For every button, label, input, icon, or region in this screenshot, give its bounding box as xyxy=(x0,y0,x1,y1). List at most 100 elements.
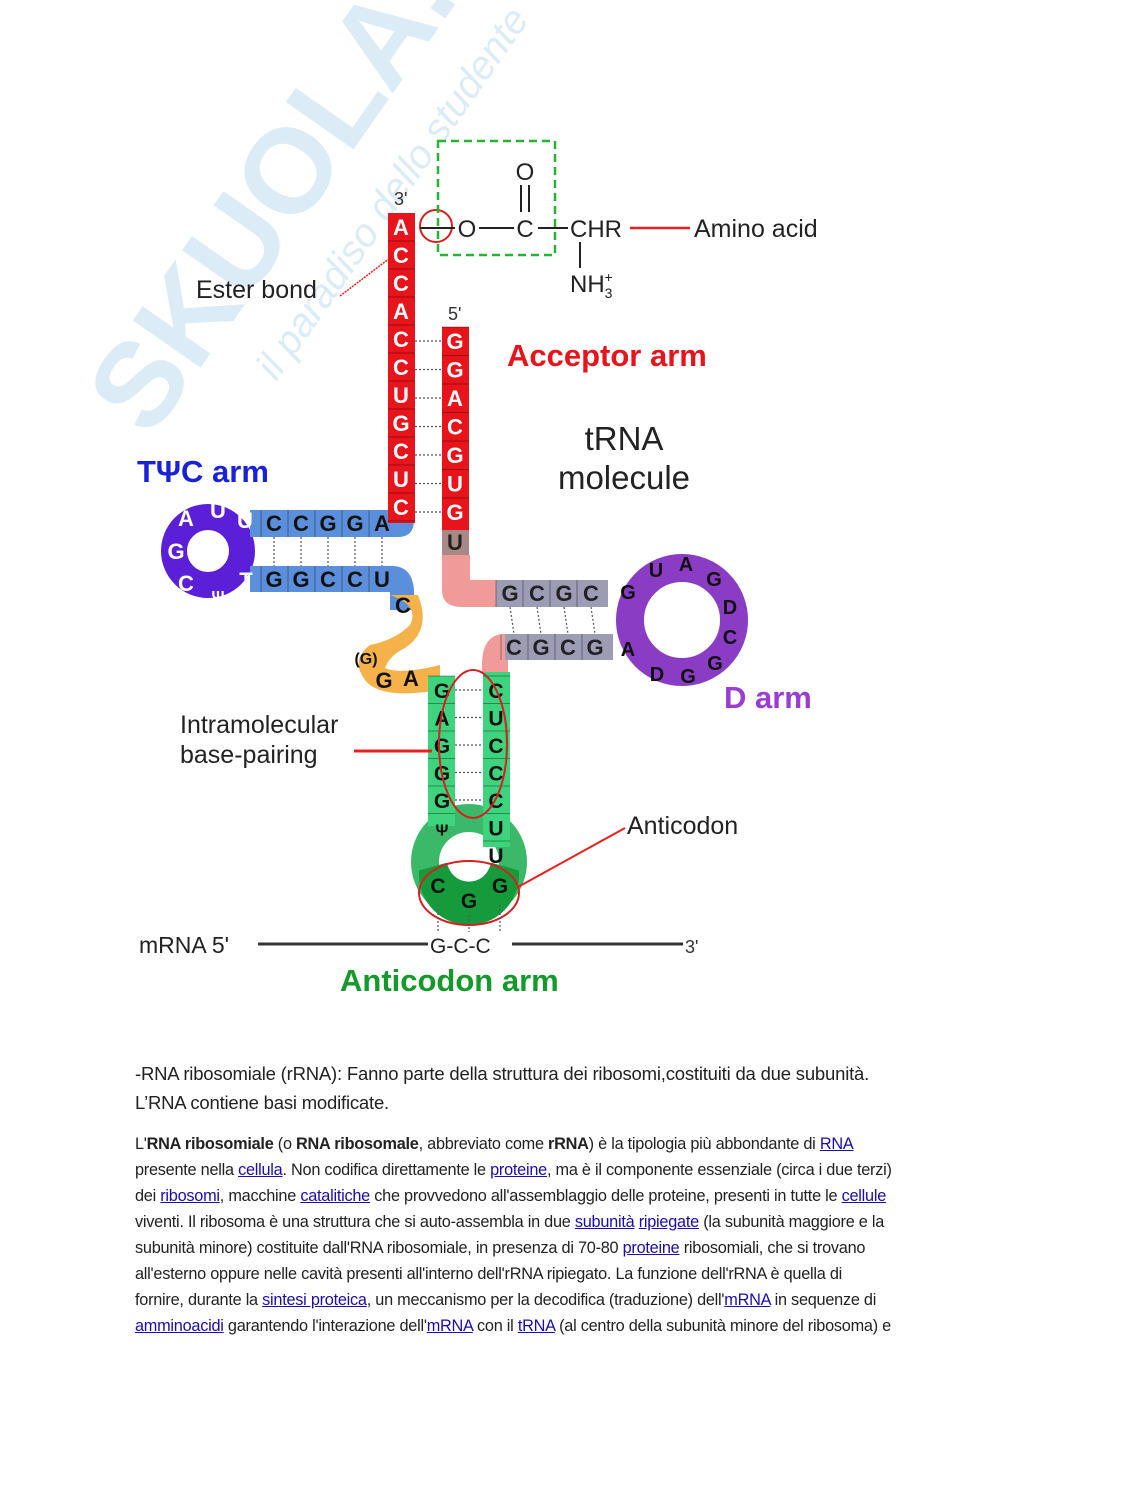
nucleotide: G xyxy=(346,511,363,536)
nucleotide: G xyxy=(434,735,450,758)
link-amminoacidi[interactable]: amminoacidi xyxy=(135,1317,224,1335)
nucleotide: C xyxy=(266,511,282,536)
text-span: (o xyxy=(273,1135,297,1153)
codon-pairs xyxy=(437,905,501,932)
nucleotide: C xyxy=(723,627,737,649)
label-trna: tRNA xyxy=(585,420,664,457)
mrna-codon: G-C-C xyxy=(430,935,491,958)
acceptor-3prime-strand xyxy=(388,213,415,523)
chem-bonds xyxy=(420,185,581,268)
text-span: , ma è il componente essenziale (circa i… xyxy=(546,1161,892,1179)
anticodon-pointer xyxy=(517,827,626,888)
rrna-description: L'RNA ribosomiale (o RNA ribosomale, abb… xyxy=(135,1131,892,1339)
nucleotide: C xyxy=(393,495,409,520)
link-proteine[interactable]: proteine xyxy=(490,1161,547,1179)
label-intramolecular: Intramolecular xyxy=(180,711,338,739)
nucleotide: G xyxy=(446,443,463,468)
text-line: viventi. Il ribosoma è una struttura che… xyxy=(135,1209,892,1235)
nucleotide: G xyxy=(446,358,463,383)
nucleotide: C xyxy=(393,327,409,352)
d-stem-top xyxy=(496,580,608,607)
text-line: fornire, durante la sintesi proteica, un… xyxy=(135,1287,892,1313)
text-span: , abbreviato come xyxy=(418,1135,549,1153)
text-span: in sequenze di xyxy=(770,1291,877,1309)
watermark: SKUOLA.net il paradiso dello studente xyxy=(62,0,585,455)
nucleotide: A xyxy=(393,299,409,324)
nucleotide: U xyxy=(210,498,226,523)
nucleotide: U xyxy=(447,530,463,555)
nucleotide: U xyxy=(488,845,503,868)
nucleotide: C xyxy=(293,511,309,536)
text-span: ribosomiali, che si trovano xyxy=(679,1239,866,1257)
nucleotide: C xyxy=(393,355,409,380)
link-trna[interactable]: tRNA xyxy=(517,1317,555,1335)
nucleotide: A xyxy=(447,386,463,411)
text-line: amminoacidi garantendo l'interazione del… xyxy=(135,1313,892,1339)
link-subunità[interactable]: subunità xyxy=(574,1213,635,1231)
label-5-prime: 5' xyxy=(448,304,461,324)
nucleotide: G xyxy=(620,582,636,604)
chem-chr: CHR xyxy=(570,216,622,243)
nucleotide: G xyxy=(392,411,409,436)
link-sintesi-proteica[interactable]: sintesi proteica xyxy=(262,1291,367,1309)
text-span: (la subunità maggiore e la xyxy=(698,1213,885,1231)
nucleotide: C xyxy=(488,763,503,786)
nucleotide: G xyxy=(532,635,549,660)
nucleotide: C xyxy=(395,593,411,618)
label-ester-bond: Ester bond xyxy=(196,276,317,304)
nucleotide: C xyxy=(506,635,522,660)
text-span: -RNA ribosomiale (rRNA): Fanno parte del… xyxy=(135,1063,870,1084)
nucleotide: G xyxy=(446,500,463,525)
nucleotide: G xyxy=(292,567,309,592)
label-base-pairing: base-pairing xyxy=(180,741,318,769)
nucleotide: C xyxy=(320,567,336,592)
link-cellule[interactable]: cellule xyxy=(841,1187,887,1205)
nucleotide: G xyxy=(555,581,572,606)
nucleotide: U xyxy=(488,818,503,841)
chem-o-top: O xyxy=(516,159,535,186)
link-mrna[interactable]: mRNA xyxy=(426,1317,473,1335)
text-span: ) è la tipologia più abbondante di xyxy=(588,1135,820,1153)
connector-orange xyxy=(358,595,440,694)
d-loop xyxy=(616,554,748,686)
text-line: -RNA ribosomiale (rRNA): Fanno parte del… xyxy=(135,1059,869,1088)
text-span: subunità minore) costituite dall'RNA rib… xyxy=(135,1239,623,1257)
base-pair-dashes xyxy=(273,340,596,801)
link-ripiegate[interactable]: ripiegate xyxy=(638,1213,699,1231)
trna-diagram: SKUOLA.net il paradiso dello studente AC… xyxy=(62,0,818,998)
link-catalitiche[interactable]: catalitiche xyxy=(300,1187,370,1205)
text-span: L’RNA contiene basi modificate. xyxy=(135,1092,389,1113)
nucleotide: (G) xyxy=(354,651,377,668)
nucleotide: C xyxy=(178,571,194,596)
nucleotide: U xyxy=(649,560,663,582)
nucleotide: G xyxy=(706,569,722,591)
link-ribosomi[interactable]: ribosomi xyxy=(160,1187,220,1205)
bold-term: RNA ribosomiale xyxy=(146,1135,274,1153)
nucleotide: G xyxy=(434,680,450,703)
nucleotide: A xyxy=(679,554,693,576)
bold-term: rRNA xyxy=(548,1135,589,1153)
tpsic-loop xyxy=(161,504,255,598)
link-rna[interactable]: RNA xyxy=(819,1135,854,1153)
link-proteine[interactable]: proteine xyxy=(622,1239,680,1257)
nucleotide: A xyxy=(434,708,449,731)
label-tpsic-arm: TΨC arm xyxy=(137,454,269,489)
label-3-prime: 3' xyxy=(394,189,407,209)
nucleotide: G xyxy=(265,567,282,592)
label-anticodon: Anticodon xyxy=(627,812,738,840)
text-span: , macchine xyxy=(219,1187,301,1205)
nucleotide: U xyxy=(488,708,503,731)
carboxyl-dashed-box xyxy=(436,139,557,257)
intramolecular-ellipse xyxy=(438,669,508,819)
nucleotide: C xyxy=(393,271,409,296)
nucleotide: G xyxy=(501,581,518,606)
anticodon-loop-dark xyxy=(418,862,520,925)
link-cellula[interactable]: cellula xyxy=(238,1161,283,1179)
text-span: garantendo l'interazione dell' xyxy=(223,1317,427,1335)
text-span: , un meccanismo per la decodifica (tradu… xyxy=(366,1291,725,1309)
nucleotide: D xyxy=(723,597,737,619)
nucleotide: G xyxy=(492,875,508,898)
tpsic-stem xyxy=(250,495,414,610)
ester-bond-circle xyxy=(419,209,453,243)
link-mrna[interactable]: mRNA xyxy=(724,1291,771,1309)
